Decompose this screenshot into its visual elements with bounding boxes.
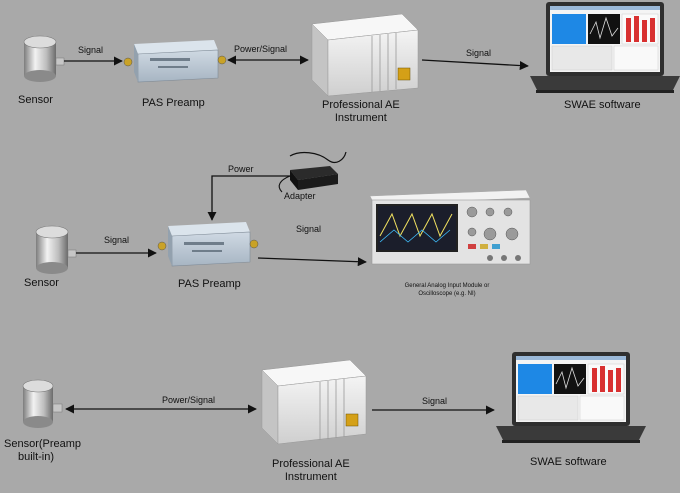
link-instrument-software — [421, 59, 529, 71]
link-label-signal: Signal — [104, 235, 130, 245]
preamp-device — [157, 222, 259, 267]
link-label-power-signal: Power/Signal — [234, 44, 288, 54]
link-adapter-preamp — [207, 175, 290, 221]
link-label-signal: Signal — [466, 48, 492, 58]
link-label-signal: Signal — [422, 396, 448, 406]
laptop-swae — [496, 352, 646, 443]
sensor-device — [23, 35, 65, 82]
instrument-label: Professional AE Instrument — [322, 99, 400, 124]
adapter-label: Adapter — [284, 191, 316, 201]
sensor-device — [35, 225, 77, 274]
link-label-signal: Signal — [296, 224, 322, 234]
link-label-power-signal: Power/Signal — [162, 395, 216, 405]
sensor-device — [22, 379, 63, 428]
oscilloscope-label: General Analog Input Module or Oscillosc… — [404, 283, 490, 297]
ae-instrument-device — [311, 13, 419, 97]
software-label: SWAE software — [530, 456, 607, 468]
ae-instrument-device — [261, 359, 367, 445]
oscilloscope-device — [369, 189, 531, 265]
preamp-label: PAS Preamp — [178, 278, 241, 290]
link-preamp-scope — [257, 257, 367, 267]
sensor-preamp-builtin-label: Sensor(Preamp built-in) — [4, 438, 82, 463]
power-adapter — [278, 151, 347, 193]
software-label: SWAE software — [564, 99, 641, 111]
preamp-device — [123, 40, 227, 83]
preamp-label: PAS Preamp — [142, 97, 205, 109]
instrument-label: Professional AE Instrument — [272, 458, 350, 483]
sensor-label: Sensor — [18, 94, 53, 106]
link-label-signal: Signal — [78, 45, 104, 55]
link-label-power: Power — [228, 164, 254, 174]
sensor-label: Sensor — [24, 277, 59, 289]
laptop-swae — [530, 2, 680, 93]
